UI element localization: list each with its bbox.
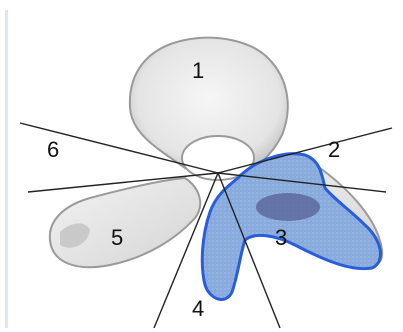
region-label-2: 2 (328, 137, 340, 162)
left-transverse-process (50, 178, 200, 267)
region-label-4: 4 (192, 296, 204, 321)
region-label-3: 3 (275, 225, 287, 250)
region-label-5: 5 (111, 225, 123, 250)
region-label-1: 1 (192, 58, 204, 83)
region-label-6: 6 (47, 137, 59, 162)
lesion-core (256, 193, 320, 221)
